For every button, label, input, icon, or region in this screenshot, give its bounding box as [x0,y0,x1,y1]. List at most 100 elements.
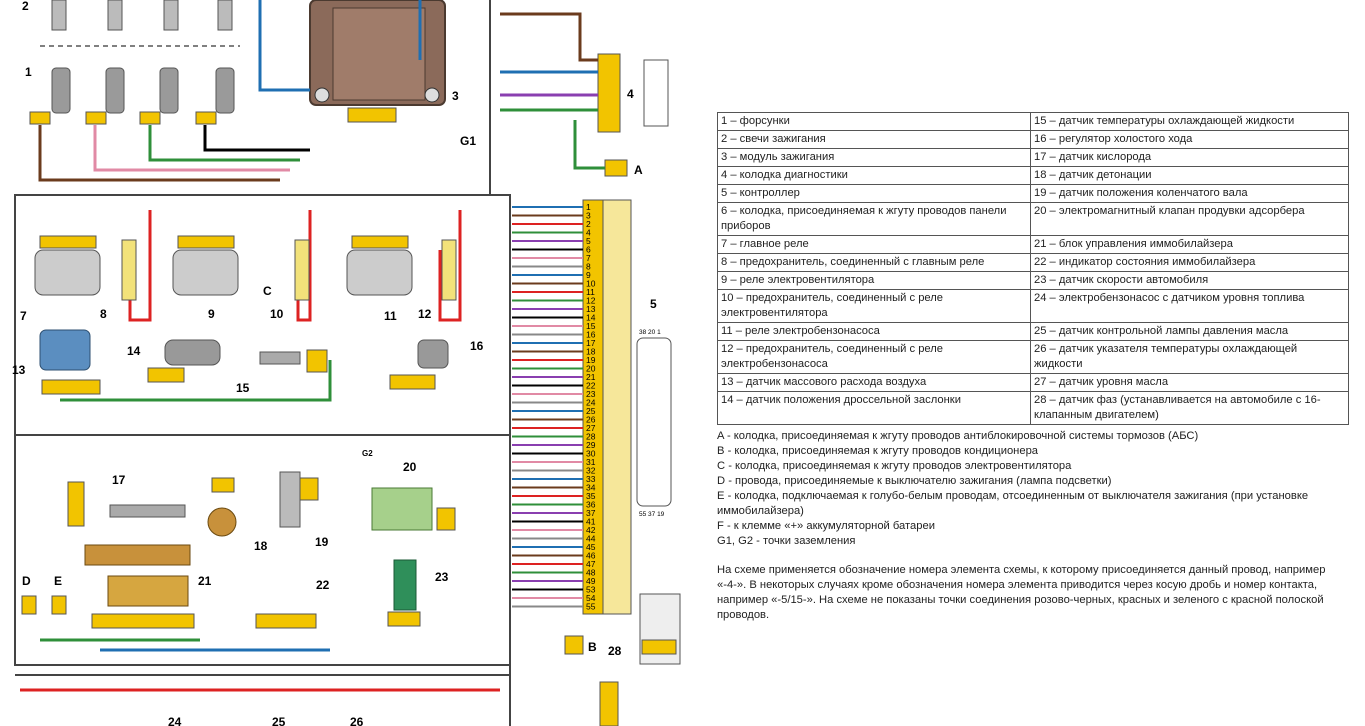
ecu-connector-pin-numbers: 38 20 1 55 37 19 [639,329,665,518]
spark-plugs [40,0,240,47]
connector-notes: A - колодка, присоединяемая к жгуту пров… [717,429,1349,549]
legend-cell-right: 21 – блок управления иммобилайзера [1030,235,1349,254]
ecu-connector-top-numbers: 38 20 1 [639,329,661,336]
ground-g2-label: G2 [362,449,373,458]
ecu-pin-label: 49 [586,576,596,586]
ecu-pin-label: 7 [586,253,591,263]
legend-cell-left: 9 – реле электровентилятора [717,271,1031,290]
ecu-connector [582,199,672,615]
callout-11: 11 [384,309,397,323]
fuses [121,239,457,301]
legend-cell-left: 2 – свечи зажигания [717,130,1031,149]
legend-cell-right: 26 – датчик указателя температуры охлажд… [1030,340,1349,374]
ecu-pin-label: 23 [586,389,596,399]
connector-a-label: A [634,163,643,177]
ecu-pin-label: 4 [586,228,591,238]
ecu-pin-label: 53 [586,585,596,595]
ecu-wires [512,206,583,608]
ecu-pin-label: 32 [586,466,596,476]
callout-13: 13 [12,363,26,377]
ecu-pin-label: 45 [586,542,596,552]
ignition-module [309,0,446,123]
wire-bundle [20,0,605,692]
callout-1: 1 [25,65,32,79]
connector-c-label: C [263,284,272,298]
callout-20: 20 [403,460,417,474]
connector-note: A - колодка, присоединяемая к жгуту пров… [717,430,1199,442]
connector-note: E - колодка, подключаемая к голубо-белым… [717,490,1309,517]
notation-paragraph: На схеме применяется обозначение номера … [717,564,1326,621]
ground-g1-label: G1 [460,134,476,148]
callout-24: 24 [168,715,182,726]
callout-17: 17 [112,473,126,487]
ecu-pin-label: 48 [586,568,596,578]
connector-side-labels: A B C D E G1 G2 [22,134,643,654]
legend-cell-right: 15 – датчик температуры охлаждающей жидк… [1030,112,1349,131]
injectors [29,67,235,125]
legend-cell-right: 27 – датчик уровня масла [1030,373,1349,392]
connector-note: F - к клемме «+» аккумуляторной батареи [717,520,935,532]
callout-7: 7 [20,309,27,323]
legend-cell-left: 14 – датчик положения дроссельной заслон… [717,391,1031,425]
diagnostic-connector [597,53,669,177]
callout-4: 4 [627,87,634,101]
legend-row: 6 – колодка, присоединяемая к жгуту пров… [717,202,1349,236]
ecu-pin-label: 26 [586,415,596,425]
callout-21: 21 [198,574,212,588]
ecu-pin-label: 25 [586,406,596,416]
legend-cell-left: 7 – главное реле [717,235,1031,254]
callout-9: 9 [208,307,215,321]
ecu-pin-label: 36 [586,500,596,510]
ecu-pin-label: 3 [586,211,591,221]
legend-cell-right: 28 – датчик фаз (устанавливается на авто… [1030,391,1349,425]
ecu-pin-label: 46 [586,551,596,561]
ecu-pin-label: 33 [586,474,596,484]
callout-19: 19 [315,535,329,549]
callout-2: 2 [22,0,29,13]
ecu-pin-label: 55 [586,602,596,612]
connector-note: C - колодка, присоединяемая к жгуту пров… [717,460,1072,472]
legend-cell-left: 8 – предохранитель, соединенный с главны… [717,253,1031,272]
callout-23: 23 [435,570,449,584]
legend-cell-left: 12 – предохранитель, соединенный с реле … [717,340,1031,374]
ecu-pin-label: 27 [586,423,596,433]
ecu-pin-label: 13 [586,304,596,314]
ecu-pin-label: 29 [586,440,596,450]
ecu-pin-label: 42 [586,525,596,535]
legend-cell-left: 6 – колодка, присоединяемая к жгуту пров… [717,202,1031,236]
connector-e-label: E [54,574,62,588]
legend-cell-left: 10 – предохранитель, соединенный с реле … [717,289,1031,323]
legend-row: 14 – датчик положения дроссельной заслон… [717,391,1349,425]
callout-22: 22 [316,578,330,592]
legend-cell-right: 18 – датчик детонации [1030,166,1349,185]
callout-25: 25 [272,715,286,726]
component-callouts: 2 1 3 4 5 7 8 9 10 11 12 13 14 15 16 17 … [12,0,657,726]
ecu-pin-label: 19 [586,355,596,365]
legend-cell-left: 5 – контроллер [717,184,1031,203]
connector-note: D - провода, присоединяемые к выключател… [717,475,1112,487]
connector-note: G1, G2 - точки заземления [717,535,856,547]
ecu-pin-label: 18 [586,347,596,357]
callout-12: 12 [418,307,432,321]
ecu-pin-label: 44 [586,534,596,544]
legend-cell-right: 22 – индикатор состояния иммобилайзера [1030,253,1349,272]
callout-28: 28 [608,644,622,658]
legend-cell-left: 3 – модуль зажигания [717,148,1031,167]
legend-row: 12 – предохранитель, соединенный с реле … [717,340,1349,374]
legend-row: 10 – предохранитель, соединенный с реле … [717,289,1349,323]
ecu-pin-label: 9 [586,270,591,280]
ecu-pin-label: 10 [586,279,596,289]
ecu-pin-label: 34 [586,483,596,493]
diagram-frames [14,0,511,726]
callout-15: 15 [236,381,250,395]
